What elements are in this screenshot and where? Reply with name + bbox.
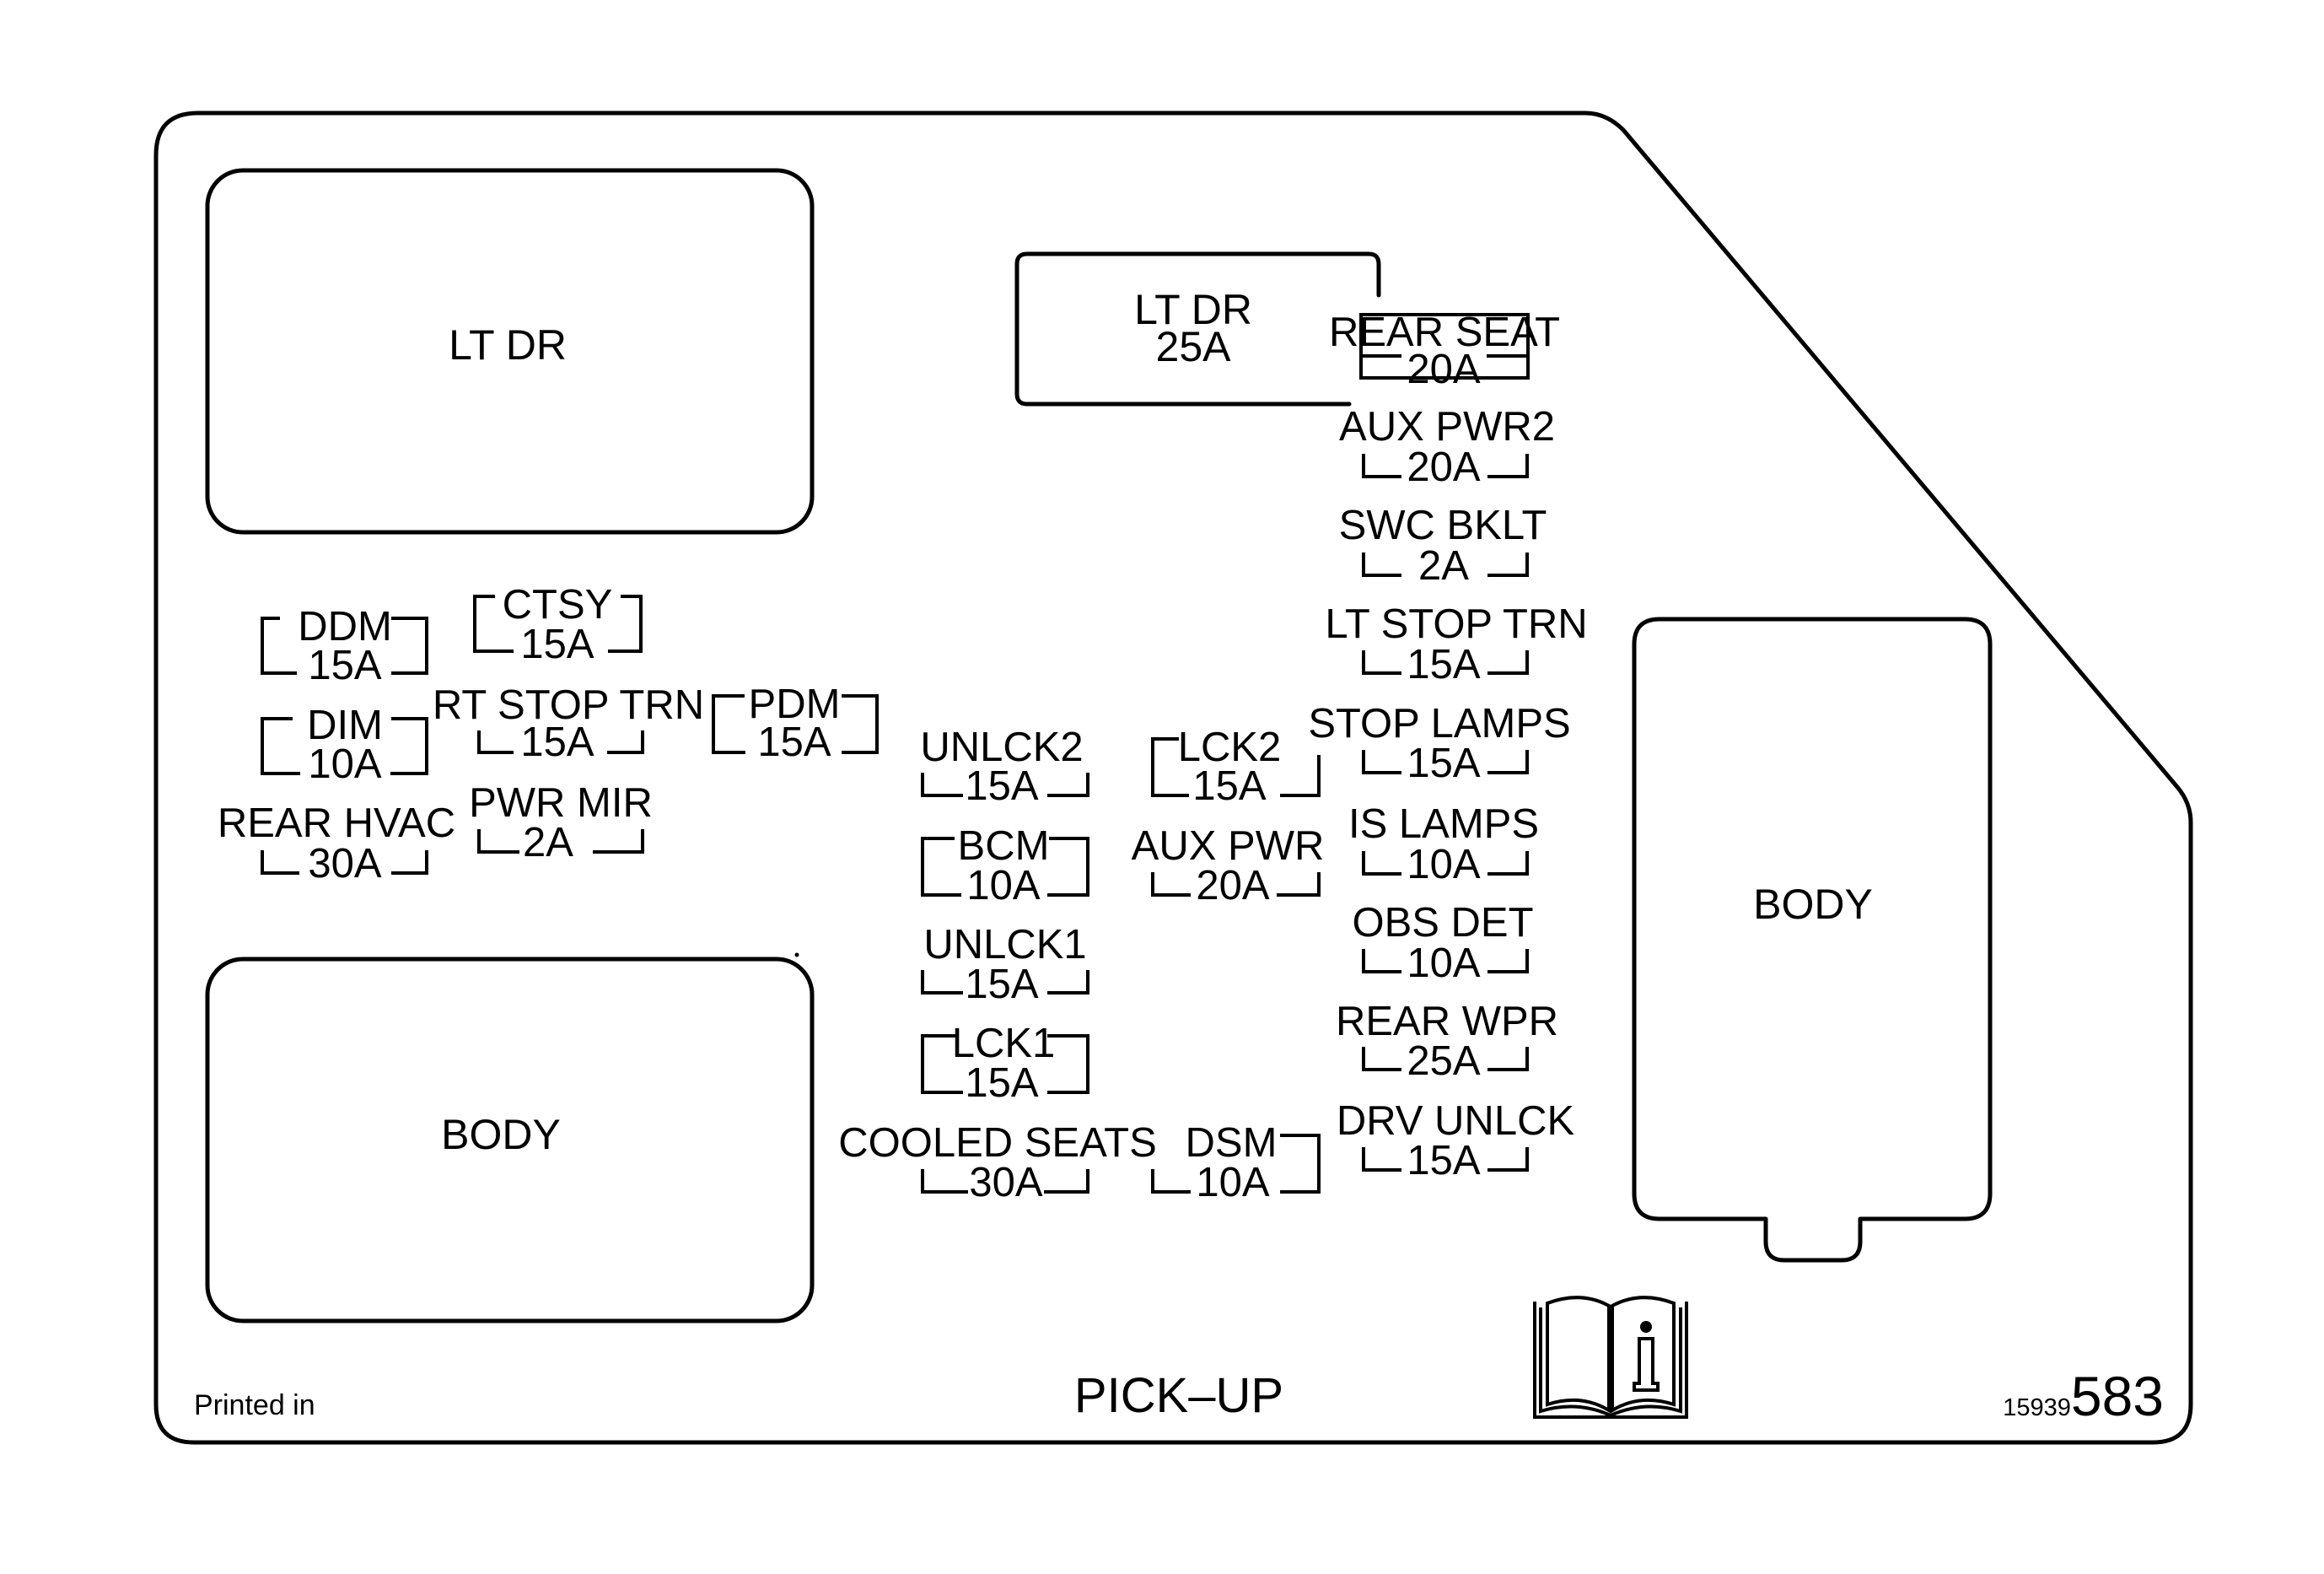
svg-text:30A: 30A — [308, 841, 382, 887]
svg-text:AUX PWR: AUX PWR — [1132, 823, 1325, 869]
fuse-lck1: LCK1 15A — [921, 1021, 1089, 1106]
svg-text:15A: 15A — [965, 763, 1039, 809]
relay-lt-dr: LT DR — [205, 168, 815, 535]
fuse-lck2: LCK2 15A — [1151, 725, 1321, 809]
fuse-unlck1: UNLCK1 15A — [921, 922, 1089, 1007]
svg-text:20A: 20A — [1196, 863, 1270, 908]
fuse-pwr-mir: PWR MIR 2A — [469, 780, 653, 865]
svg-text:20A: 20A — [1407, 445, 1481, 490]
svg-text:OBS DET: OBS DET — [1352, 900, 1533, 946]
panel-outline — [153, 111, 2193, 1445]
svg-text:AUX PWR2: AUX PWR2 — [1339, 404, 1555, 450]
fuse-pdm: PDM 15A — [712, 682, 879, 765]
svg-text:10A: 10A — [1196, 1160, 1270, 1205]
fuse-aux-pwr2: AUX PWR2 20A — [1339, 404, 1555, 490]
svg-text:IS LAMPS: IS LAMPS — [1348, 801, 1539, 847]
svg-text:UNLCK1: UNLCK1 — [923, 922, 1086, 968]
owner-manual-info-icon — [1533, 1296, 1688, 1419]
fuse-ctsy: CTSY 15A — [473, 582, 643, 667]
relay-lt-dr-label: LT DR — [449, 321, 567, 369]
svg-text:15A: 15A — [1407, 1138, 1481, 1183]
svg-text:15A: 15A — [1407, 642, 1481, 687]
svg-text:LCK1: LCK1 — [952, 1021, 1056, 1066]
printed-in-text: Printed in — [194, 1389, 315, 1421]
svg-text:10A: 10A — [308, 741, 382, 787]
svg-text:REAR WPR: REAR WPR — [1336, 999, 1558, 1044]
stray-dot — [794, 952, 799, 957]
svg-text:20A: 20A — [1407, 347, 1481, 392]
svg-text:UNLCK2: UNLCK2 — [920, 725, 1083, 770]
svg-text:25A: 25A — [1407, 1038, 1481, 1084]
svg-text:15A: 15A — [1407, 741, 1481, 786]
part-number: 15939583 — [2003, 1365, 2164, 1427]
svg-text:30A: 30A — [969, 1160, 1043, 1205]
svg-text:REAR SEAT: REAR SEAT — [1329, 310, 1560, 355]
svg-text:10A: 10A — [966, 863, 1041, 908]
svg-text:15A: 15A — [308, 643, 382, 688]
svg-text:2A: 2A — [523, 820, 573, 865]
svg-text:COOLED SEATS: COOLED SEATS — [838, 1120, 1157, 1166]
svg-text:LCK2: LCK2 — [1178, 725, 1282, 770]
fuse-bcm: BCM 10A — [921, 823, 1089, 908]
svg-text:15A: 15A — [965, 962, 1039, 1007]
relay-body-left-label: BODY — [441, 1111, 561, 1158]
svg-text:DDM: DDM — [298, 604, 392, 650]
svg-text:15A: 15A — [757, 720, 831, 765]
svg-text:15A: 15A — [520, 720, 594, 765]
svg-text:RT STOP TRN: RT STOP TRN — [433, 682, 704, 728]
fuse-lt-stop-trn: LT STOP TRN 15A — [1325, 601, 1587, 687]
fuse-stop-lamps: STOP LAMPS 15A — [1308, 701, 1570, 786]
svg-text:LT STOP TRN: LT STOP TRN — [1325, 601, 1587, 647]
relay-lt-dr-25a-label: LT DR — [1134, 286, 1252, 333]
relay-lt-dr-25a: LT DR 25A — [1014, 251, 1381, 407]
relay-body-left: BODY — [205, 957, 815, 1323]
svg-text:15A: 15A — [1192, 763, 1267, 809]
fuse-is-lamps: IS LAMPS 10A — [1348, 801, 1539, 887]
relay-lt-dr-25a-rating: 25A — [1156, 323, 1232, 370]
fuse-dim: DIM 10A — [261, 703, 428, 787]
fuse-obs-det: OBS DET 10A — [1352, 900, 1533, 986]
svg-text:REAR HVAC: REAR HVAC — [218, 800, 455, 846]
relay-body-right-label: BODY — [1753, 881, 1873, 928]
model-title: PICK–UP — [1074, 1368, 1283, 1423]
svg-text:SWC BKLT: SWC BKLT — [1339, 503, 1547, 548]
svg-text:2A: 2A — [1418, 543, 1469, 589]
fuse-rear-seat: REAR SEAT 20A — [1329, 310, 1560, 392]
svg-text:BCM: BCM — [958, 823, 1050, 869]
svg-text:DRV UNLCK: DRV UNLCK — [1337, 1098, 1575, 1144]
fuse-rear-hvac: REAR HVAC 30A — [218, 800, 455, 887]
svg-text:CTSY: CTSY — [503, 582, 613, 628]
fuse-swc-bklt: SWC BKLT 2A — [1339, 503, 1547, 589]
fuse-aux-pwr: AUX PWR 20A — [1132, 823, 1325, 908]
fuse-dsm: DSM 10A — [1151, 1120, 1321, 1205]
svg-text:15A: 15A — [965, 1060, 1039, 1106]
svg-text:DIM: DIM — [307, 703, 383, 748]
svg-text:PWR MIR: PWR MIR — [469, 780, 653, 826]
fuse-drv-unlck: DRV UNLCK 15A — [1337, 1098, 1575, 1183]
svg-text:STOP LAMPS: STOP LAMPS — [1308, 701, 1570, 747]
fuse-cooled-seats: COOLED SEATS 30A — [838, 1120, 1157, 1205]
fuse-rear-wpr: REAR WPR 25A — [1336, 999, 1558, 1084]
svg-text:10A: 10A — [1407, 842, 1481, 887]
svg-text:15A: 15A — [520, 622, 594, 667]
relay-body-right: BODY — [1632, 617, 1993, 1263]
fuse-rt-stop-trn: RT STOP TRN 15A — [433, 682, 704, 765]
svg-text:10A: 10A — [1407, 941, 1481, 986]
svg-text:PDM: PDM — [749, 682, 841, 727]
fuse-ddm: DDM 15A — [261, 604, 428, 688]
fuse-unlck2: UNLCK2 15A — [920, 725, 1089, 809]
svg-text:DSM: DSM — [1186, 1120, 1278, 1166]
